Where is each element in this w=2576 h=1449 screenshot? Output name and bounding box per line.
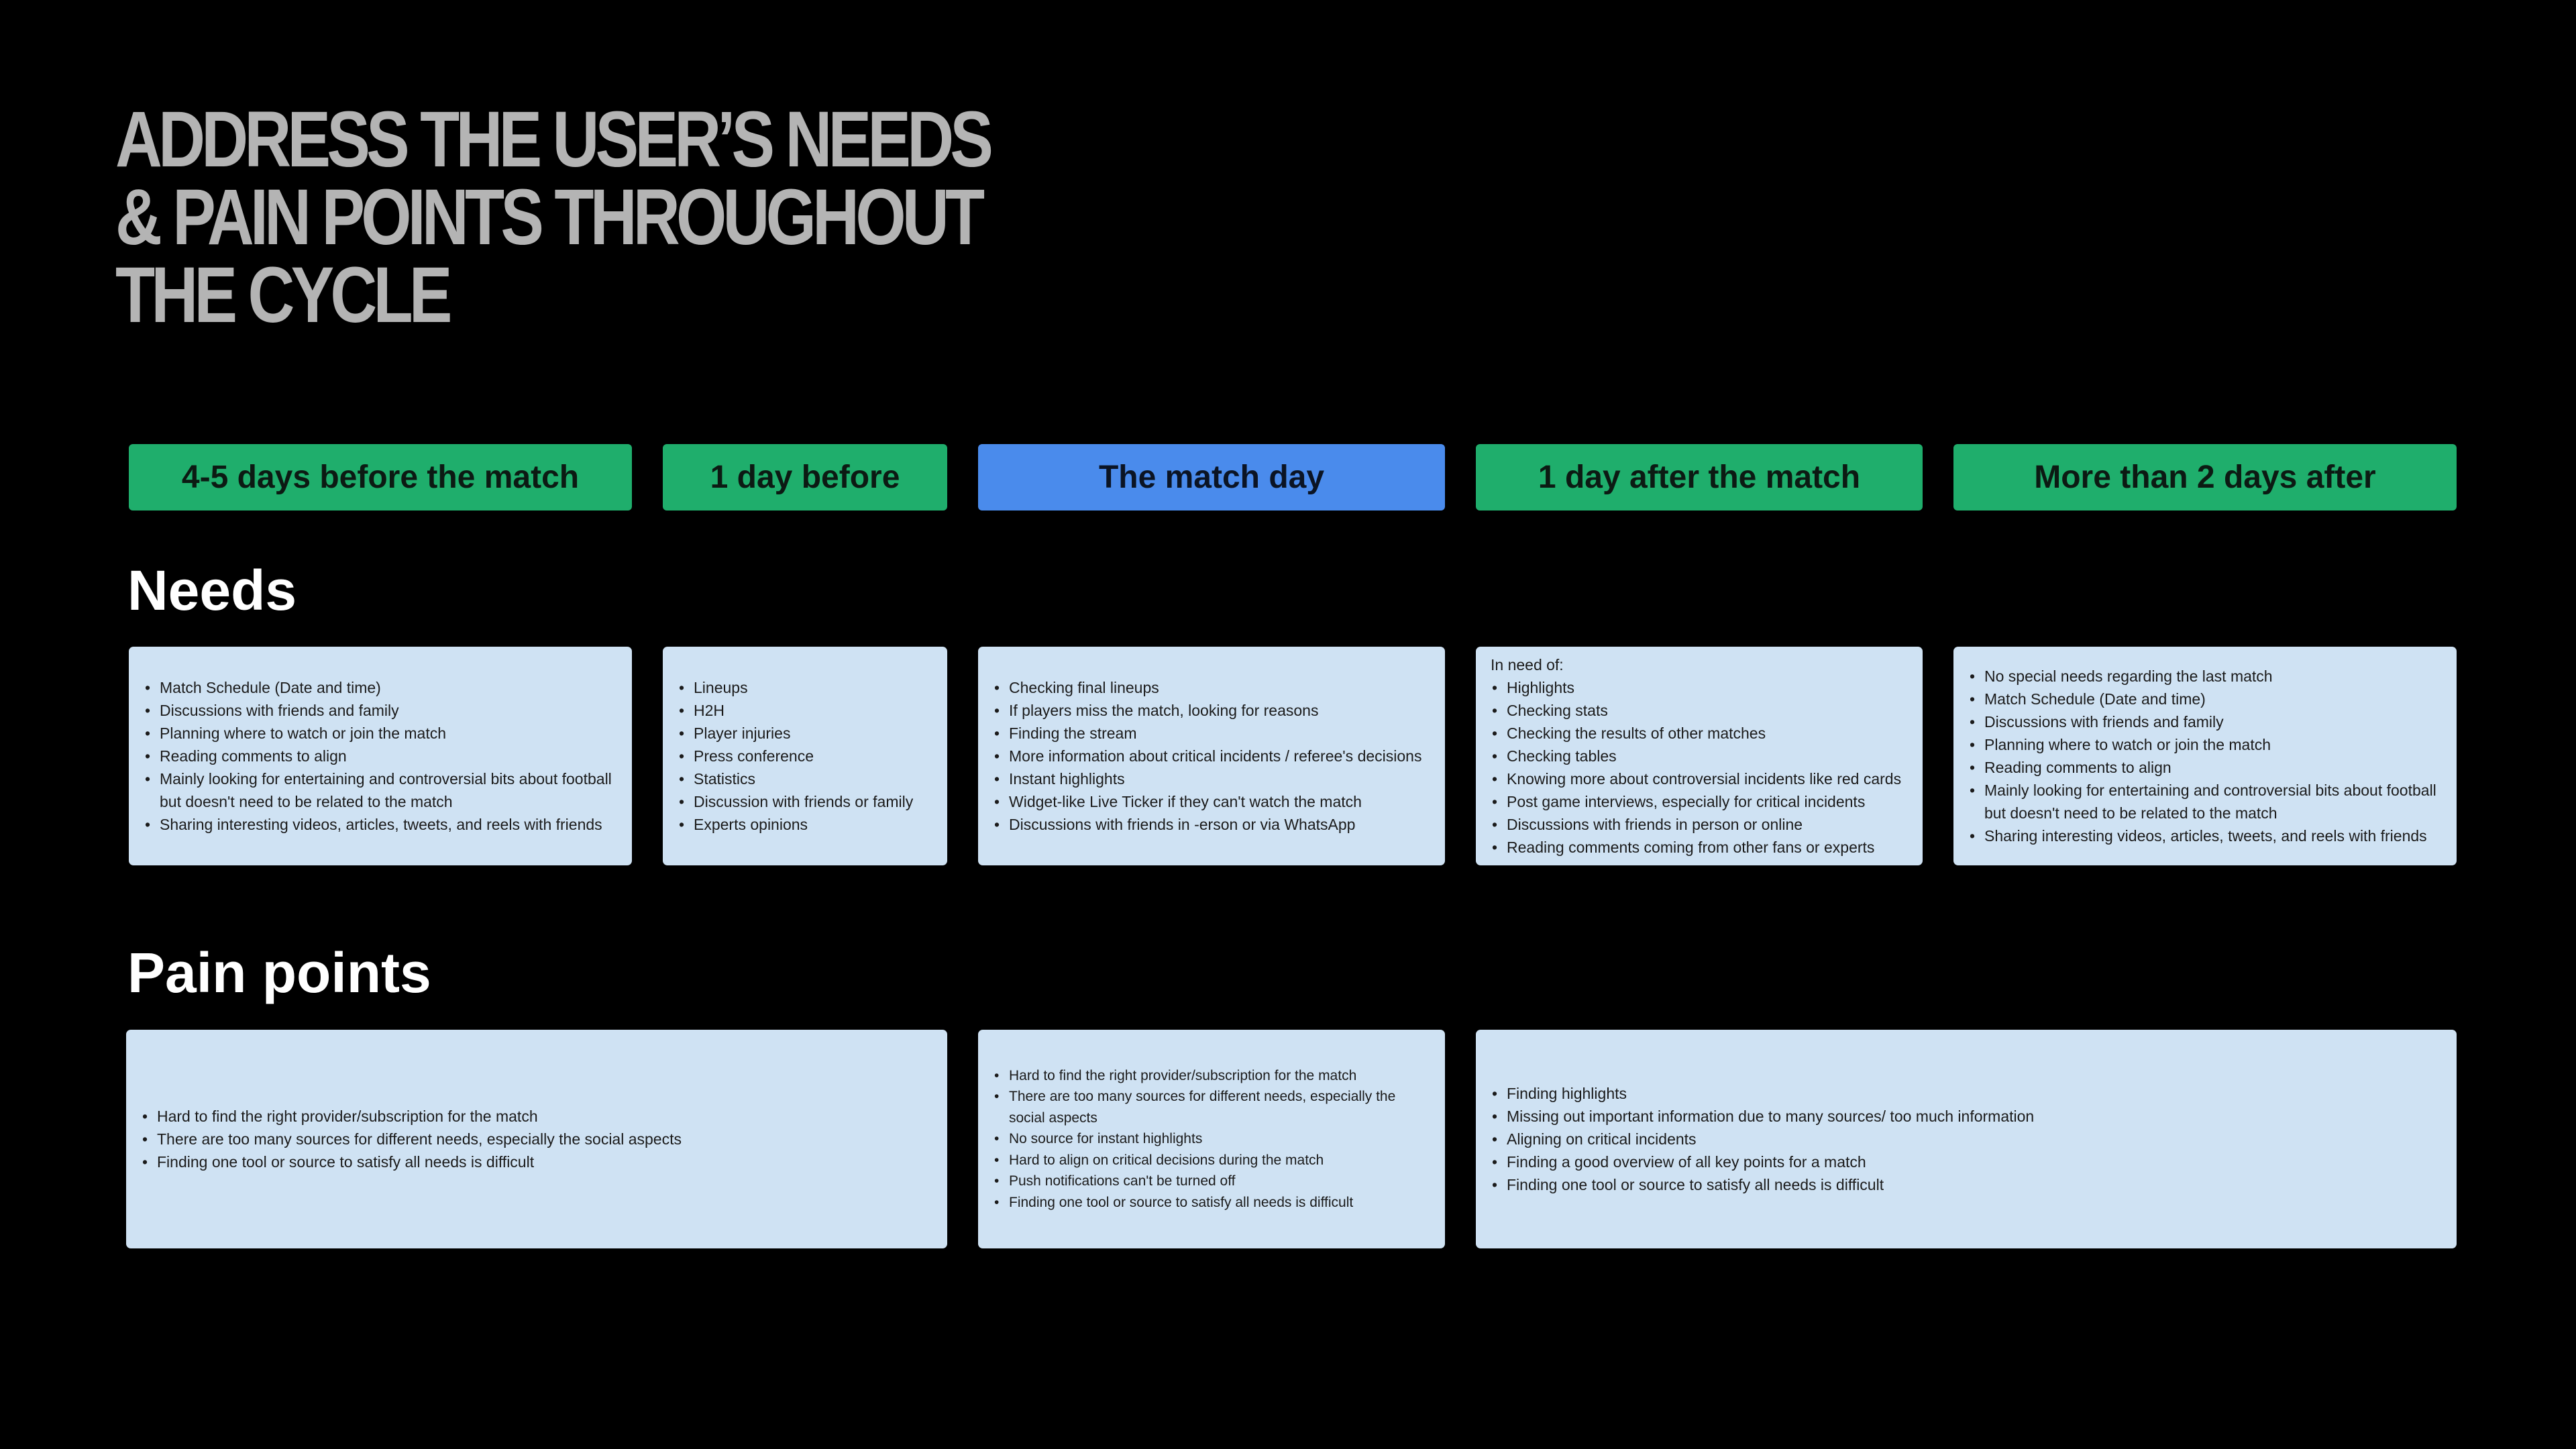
- needs-card-4-5-days-before: Match Schedule (Date and time)Discussion…: [129, 647, 632, 865]
- list-item: Finding one tool or source to satisfy al…: [142, 1150, 932, 1173]
- list-item: No source for instant highlights: [994, 1128, 1430, 1150]
- list-item: Discussions with friends and family: [1970, 710, 2442, 733]
- list-item: Statistics: [679, 767, 932, 790]
- list-item: Checking final lineups: [994, 676, 1430, 699]
- list-item: Sharing interesting videos, articles, tw…: [145, 813, 617, 836]
- list-item: Checking stats: [1492, 699, 1908, 722]
- list-item: Discussions with friends in person or on…: [1492, 813, 1908, 836]
- list-item: Highlights: [1492, 676, 1908, 699]
- list-item: If players miss the match, looking for r…: [994, 699, 1430, 722]
- list-item: Experts opinions: [679, 813, 932, 836]
- list-item: Press conference: [679, 745, 932, 767]
- list-item: Finding highlights: [1492, 1082, 2442, 1105]
- list-item: There are too many sources for different…: [994, 1086, 1430, 1128]
- needs-list: No special needs regarding the last matc…: [1968, 665, 2442, 847]
- list-item: Match Schedule (Date and time): [1970, 688, 2442, 710]
- pain-points-list: Finding highlightsMissing out important …: [1491, 1082, 2442, 1196]
- list-item: Match Schedule (Date and time): [145, 676, 617, 699]
- phase-4-5-days-before: 4-5 days before the match: [129, 444, 632, 511]
- list-item: Reading comments coming from other fans …: [1492, 836, 1908, 859]
- list-item: Knowing more about controversial inciden…: [1492, 767, 1908, 790]
- list-item: Push notifications can't be turned off: [994, 1171, 1430, 1192]
- list-item: Discussions with friends and family: [145, 699, 617, 722]
- list-item: Finding the stream: [994, 722, 1430, 745]
- list-item: Discussions with friends in -erson or vi…: [994, 813, 1430, 836]
- list-item: Planning where to watch or join the matc…: [1970, 733, 2442, 756]
- needs-intro: In need of:: [1491, 656, 1564, 674]
- needs-heading: Needs: [127, 559, 297, 622]
- list-item: Reading comments to align: [145, 745, 617, 767]
- list-item: Hard to align on critical decisions duri…: [994, 1150, 1430, 1171]
- needs-card-1-day-before: LineupsH2HPlayer injuriesPress conferenc…: [663, 647, 947, 865]
- list-item: Finding one tool or source to satisfy al…: [1492, 1173, 2442, 1196]
- list-item: Player injuries: [679, 722, 932, 745]
- list-item: Hard to find the right provider/subscrip…: [142, 1105, 932, 1128]
- needs-list: LineupsH2HPlayer injuriesPress conferenc…: [678, 676, 932, 836]
- pain-points-list: Hard to find the right provider/subscrip…: [993, 1065, 1430, 1214]
- list-item: Checking tables: [1492, 745, 1908, 767]
- page-title: Address the user’s needs & pain points t…: [115, 95, 994, 339]
- list-item: Lineups: [679, 676, 932, 699]
- pain-points-card-match-day: Hard to find the right provider/subscrip…: [978, 1030, 1445, 1248]
- pain-points-card-before-match: Hard to find the right provider/subscrip…: [126, 1030, 947, 1248]
- needs-card-2-days-after: No special needs regarding the last matc…: [1953, 647, 2457, 865]
- list-item: More information about critical incident…: [994, 745, 1430, 767]
- list-item: H2H: [679, 699, 932, 722]
- list-item: Planning where to watch or join the matc…: [145, 722, 617, 745]
- needs-list: Checking final lineupsIf players miss th…: [993, 676, 1430, 836]
- list-item: Finding one tool or source to satisfy al…: [994, 1192, 1430, 1214]
- list-item: There are too many sources for different…: [142, 1128, 932, 1150]
- needs-list: Match Schedule (Date and time)Discussion…: [144, 676, 617, 836]
- list-item: Finding a good overview of all key point…: [1492, 1150, 2442, 1173]
- list-item: Reading comments to align: [1970, 756, 2442, 779]
- list-item: No special needs regarding the last matc…: [1970, 665, 2442, 688]
- needs-card-1-day-after: In need of: HighlightsChecking statsChec…: [1476, 647, 1923, 865]
- list-item: Widget-like Live Ticker if they can't wa…: [994, 790, 1430, 813]
- list-item: Mainly looking for entertaining and cont…: [1970, 779, 2442, 824]
- pain-points-card-after-match: Finding highlightsMissing out important …: [1476, 1030, 2457, 1248]
- pain-points-heading: Pain points: [127, 941, 431, 1004]
- list-item: Missing out important information due to…: [1492, 1105, 2442, 1128]
- list-item: Hard to find the right provider/subscrip…: [994, 1065, 1430, 1087]
- needs-list: HighlightsChecking statsChecking the res…: [1491, 676, 1908, 859]
- list-item: Discussion with friends or family: [679, 790, 932, 813]
- list-item: Aligning on critical incidents: [1492, 1128, 2442, 1150]
- list-item: Mainly looking for entertaining and cont…: [145, 767, 617, 813]
- list-item: Instant highlights: [994, 767, 1430, 790]
- phase-1-day-before: 1 day before: [663, 444, 947, 511]
- list-item: Sharing interesting videos, articles, tw…: [1970, 824, 2442, 847]
- phase-1-day-after: 1 day after the match: [1476, 444, 1923, 511]
- list-item: Checking the results of other matches: [1492, 722, 1908, 745]
- list-item: Post game interviews, especially for cri…: [1492, 790, 1908, 813]
- pain-points-list: Hard to find the right provider/subscrip…: [141, 1105, 932, 1173]
- needs-card-match-day: Checking final lineupsIf players miss th…: [978, 647, 1445, 865]
- phase-2-days-after: More than 2 days after: [1953, 444, 2457, 511]
- phase-match-day: The match day: [978, 444, 1445, 511]
